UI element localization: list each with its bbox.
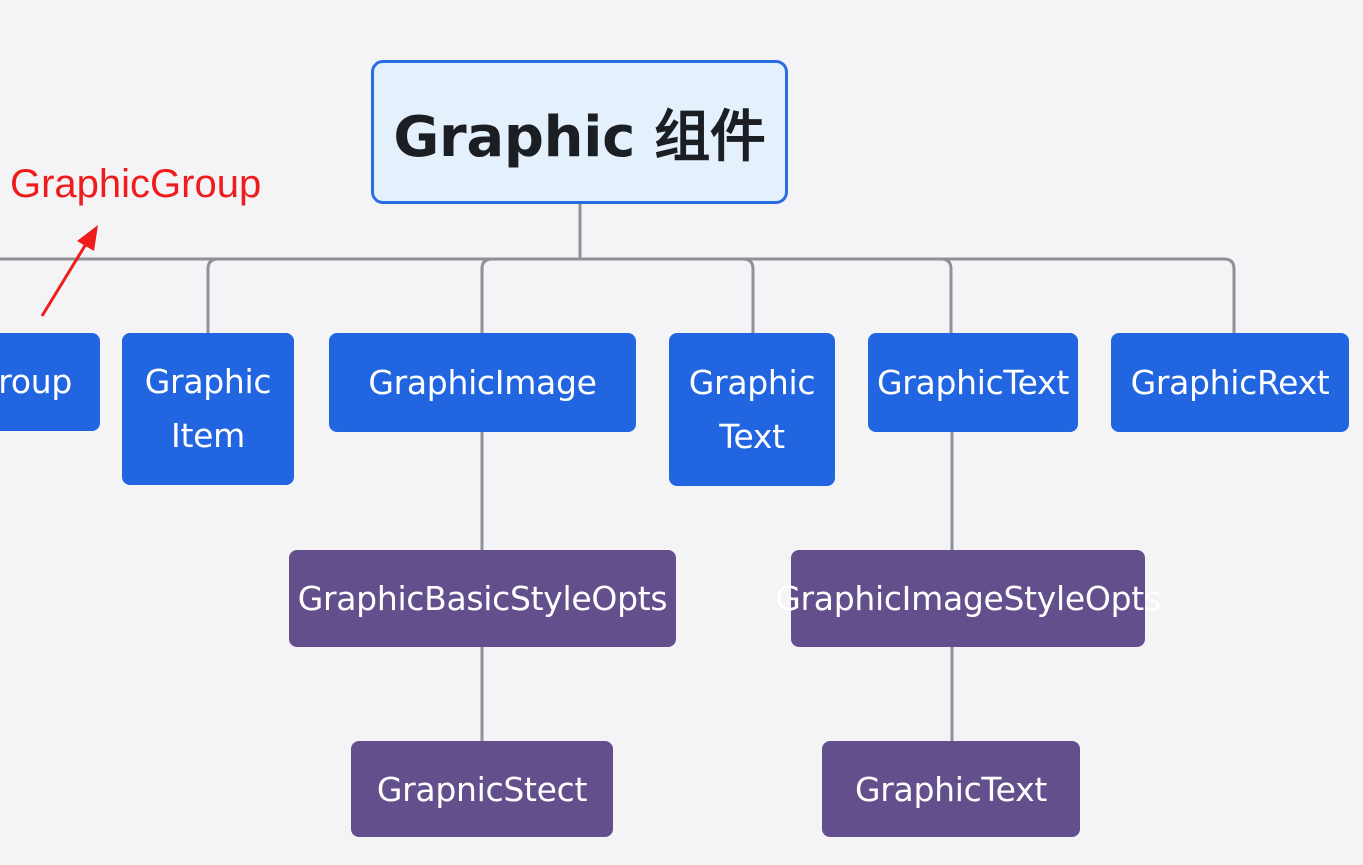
node-graphic-image-style-opts: GraphicImageStyleOpts — [775, 550, 1161, 647]
node-graphic-item: Graphic Item — [122, 333, 294, 485]
node-graphic-basic-style-opts-label: GraphicBasicStyleOpts — [297, 579, 668, 618]
connector-horizontal-bus — [0, 257, 1236, 334]
node-graphic-image: GraphicImage — [329, 333, 636, 432]
node-grapnic-stect: GrapnicStect — [351, 741, 613, 837]
node-graphic-rext-label: GraphicRext — [1130, 362, 1330, 402]
root-node-graphic-component: Graphic 组件 — [371, 60, 788, 204]
connector-to-graphic-item — [206, 257, 219, 334]
node-grapnic-stect-label: GrapnicStect — [376, 769, 588, 809]
node-graphic-text-label: GraphicText — [877, 362, 1069, 402]
node-graphic-text-leaf: GraphicText — [822, 741, 1080, 837]
node-graphic-text: GraphicText — [868, 333, 1078, 432]
node-graphic-rext: GraphicRext — [1111, 333, 1349, 432]
node-graphic-image-label: GraphicImage — [368, 362, 597, 402]
connector-to-graphic-text-b — [940, 257, 953, 334]
node-graphic-image-style-opts-label: GraphicImageStyleOpts — [775, 579, 1161, 618]
annotation-label: GraphicGroup — [10, 162, 262, 206]
node-graphic-text-leaf-label: GraphicText — [855, 769, 1047, 809]
node-graphic-text-stacked: Graphic Text — [669, 333, 835, 486]
root-node-label: Graphic 组件 — [393, 104, 766, 170]
connector-to-graphic-text-a — [742, 257, 755, 334]
node-graphic-text-stacked-label: Graphic Text — [688, 362, 816, 456]
node-group: Group — [0, 333, 100, 431]
node-graphic-item-label: Graphic Item — [144, 362, 272, 455]
node-group-label: Group — [0, 362, 72, 401]
node-graphic-basic-style-opts: GraphicBasicStyleOpts — [289, 550, 676, 647]
connector-to-graphic-image — [480, 257, 493, 334]
